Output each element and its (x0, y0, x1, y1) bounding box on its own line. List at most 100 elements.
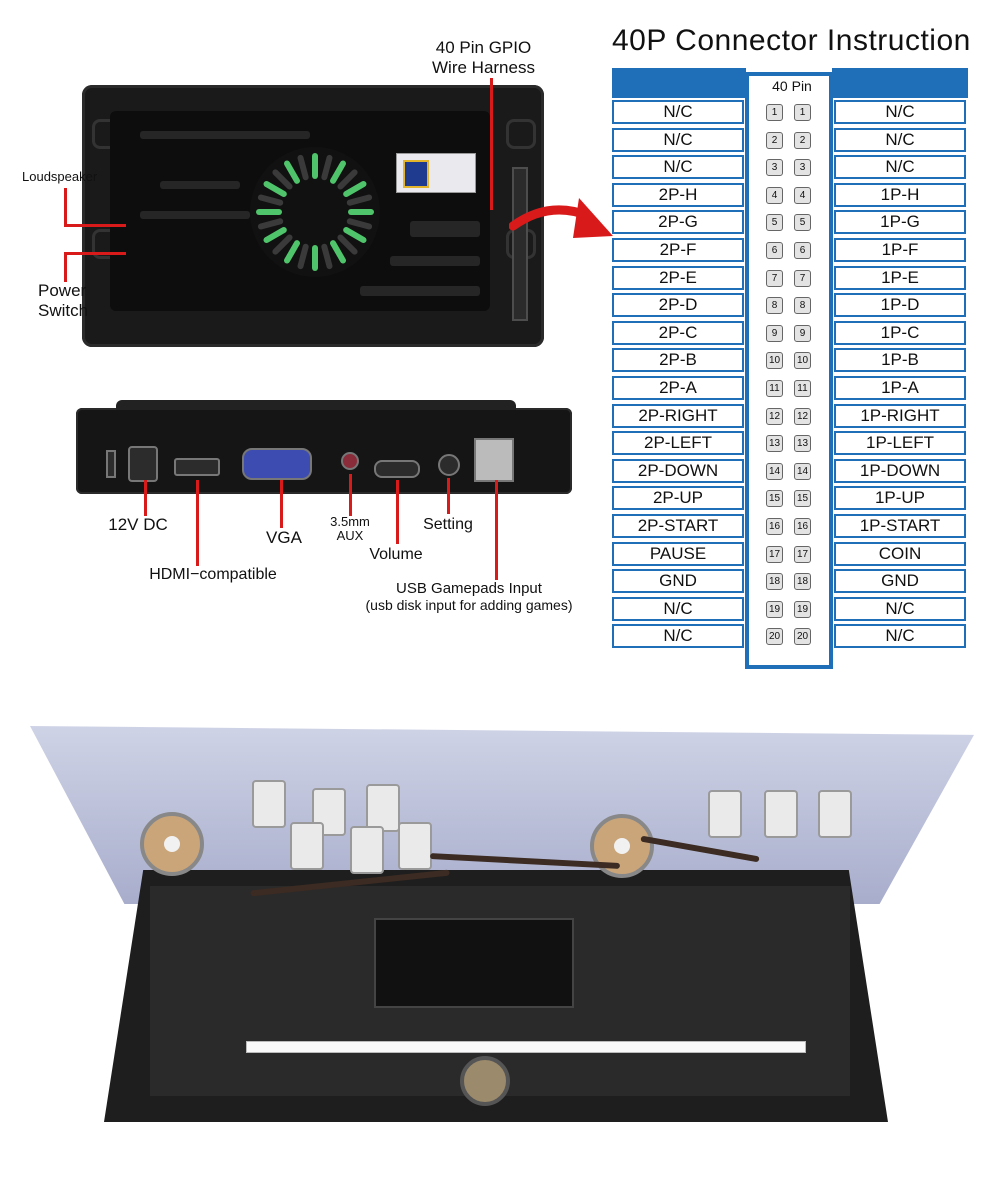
pin-number-right: 16 (794, 518, 811, 535)
pin-number-right: 7 (794, 269, 811, 287)
fan-blade (296, 243, 310, 270)
aux-label: 3.5mm AUX (330, 514, 370, 543)
connector-arrow-icon (509, 198, 613, 238)
arcade-button (366, 784, 400, 832)
pin-number-right: 13 (794, 435, 811, 453)
right-pin-label: 1P-A (834, 376, 966, 400)
pin-number-right: 11 (794, 380, 811, 397)
right-pin-label: 1P-LEFT (834, 431, 966, 456)
volume-leader-line (396, 480, 399, 544)
pin-number-left: 6 (766, 242, 783, 259)
fan-blade (346, 193, 373, 207)
usb-label: USB Gamepads Input (usb disk input for a… (365, 580, 573, 613)
fan-blade (348, 209, 374, 215)
connector-title: 40P Connector Instruction (612, 24, 971, 57)
pin-number-right: 1 (794, 104, 811, 121)
right-pin-label: 1P-G (834, 210, 966, 235)
pin-number-right: 2 (794, 131, 811, 149)
pin-number-left: 7 (766, 269, 783, 287)
left-pin-label: N/C (612, 596, 744, 621)
left-pin-label: 2P-A (612, 376, 744, 400)
arcade-button (350, 826, 384, 874)
pin-number-left: 8 (766, 297, 783, 315)
pin-number-right: 8 (794, 297, 811, 315)
pin-number-left: 2 (766, 131, 783, 149)
arcade-button (252, 780, 286, 828)
pandora-saga-logo-sticker (396, 153, 476, 193)
pin-number-right: 17 (794, 545, 811, 563)
pin-number-left: 18 (766, 573, 783, 591)
pin-number-right: 6 (794, 242, 811, 259)
right-pin-label: 1P-RIGHT (834, 403, 966, 428)
left-pin-label: 2P-G (612, 210, 744, 235)
left-pin-label: 2P-D (612, 293, 744, 318)
loudspeaker-label: Loudspeaker (22, 169, 98, 184)
left-pin-label: N/C (612, 624, 744, 649)
pin-number-left: 3 (766, 159, 783, 177)
right-pin-label: 1P-D (834, 293, 966, 318)
usb-ports (474, 438, 514, 482)
usb-leader-line (495, 480, 498, 580)
game-box-top-view (82, 85, 544, 347)
setting-label: Setting (423, 516, 473, 533)
setting-leader-line (447, 478, 450, 514)
left-pin-label: 2P-B (612, 348, 744, 373)
right-pin-label: N/C (834, 127, 966, 152)
mount-ear (506, 119, 536, 149)
right-pin-label: 1P-F (834, 238, 966, 262)
pin-number-left: 4 (766, 186, 783, 204)
right-pin-label: N/C (834, 624, 966, 649)
pin-number-left: 14 (766, 462, 783, 480)
pin-number-right: 12 (794, 407, 811, 425)
left-pin-label: N/C (612, 127, 744, 152)
power-leader-line (64, 252, 126, 255)
right-pin-label: 1P-H (834, 182, 966, 207)
right-pin-label: COIN (834, 541, 966, 566)
pin-column-frame (745, 72, 833, 669)
hdmi-leader-line (196, 480, 199, 566)
pin-number-left: 12 (766, 407, 783, 425)
power-switch-label: Power Switch (38, 281, 89, 320)
pin-number-left: 20 (766, 628, 783, 646)
dc-jack-port (128, 446, 158, 482)
right-pin-label: N/C (834, 155, 966, 180)
loudspeaker-unit (460, 1056, 510, 1106)
gpio-leader-line (490, 78, 493, 210)
right-pin-label: 1P-B (834, 348, 966, 373)
power-switch-port (106, 450, 116, 478)
pin-number-right: 5 (794, 214, 811, 232)
pin-number-right: 10 (794, 352, 811, 370)
left-pin-label: 2P-UP (612, 486, 744, 511)
pin-number-left: 11 (766, 380, 783, 397)
pin-number-right: 20 (794, 628, 811, 646)
loudspeaker-leader-line (64, 188, 67, 226)
game-board-pcb (374, 918, 574, 1008)
pin-number-left: 1 (766, 104, 783, 121)
arcade-button (398, 822, 432, 870)
right-pin-label: 1P-E (834, 265, 966, 290)
left-pin-label: 2P-START (612, 514, 744, 538)
right-pin-label: N/C (834, 596, 966, 621)
pin-number-left: 15 (766, 490, 783, 508)
left-pin-label: 2P-F (612, 238, 744, 262)
led-strip (246, 1041, 806, 1053)
right-pin-label: 1P-START (834, 514, 966, 538)
pin-number-left: 16 (766, 518, 783, 535)
cooling-fan-vent (250, 147, 380, 277)
vga-port (242, 448, 312, 480)
arcade-button (290, 822, 324, 870)
left-pin-label: 2P-H (612, 182, 744, 207)
dc-leader-line (144, 480, 147, 516)
pin-number-right: 14 (794, 462, 811, 480)
table-header-left (612, 68, 746, 98)
aux-leader-line (349, 474, 352, 516)
setting-button (438, 454, 460, 476)
pin-number-left: 9 (766, 324, 783, 342)
left-pin-label: PAUSE (612, 541, 744, 566)
right-pin-label: N/C (834, 100, 966, 124)
right-pin-label: 1P-UP (834, 486, 966, 511)
pin-column-header: 40 Pin (772, 78, 812, 94)
fan-blade (256, 209, 282, 215)
pin-number-right: 9 (794, 324, 811, 342)
